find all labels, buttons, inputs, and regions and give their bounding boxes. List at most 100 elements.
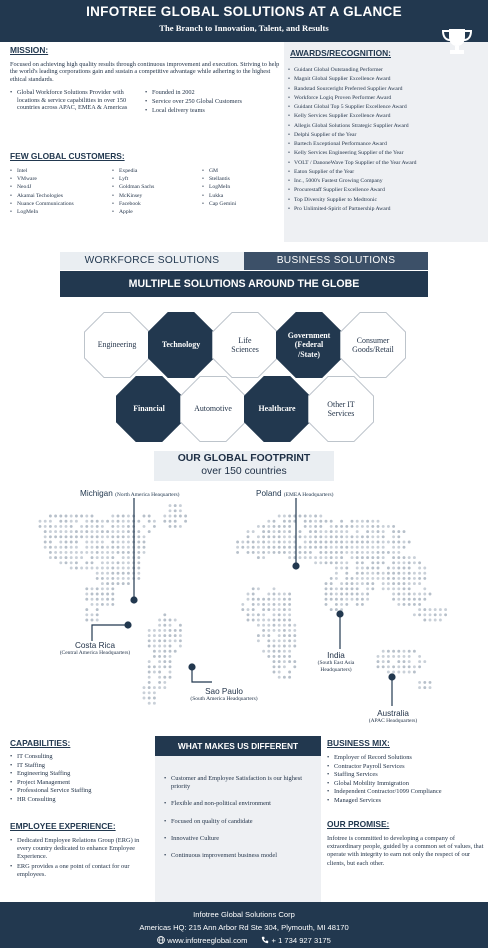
map-dot xyxy=(147,675,151,679)
award-item: Allegis Global Solutions Strategic Suppl… xyxy=(288,123,484,130)
map-dot xyxy=(397,535,401,539)
map-dot xyxy=(64,514,68,518)
map-dot xyxy=(366,535,370,539)
map-dot xyxy=(251,602,255,606)
map-dot xyxy=(319,524,323,528)
map-dot xyxy=(402,592,406,596)
map-dot xyxy=(376,561,380,565)
map-dot xyxy=(163,680,167,684)
map-dot xyxy=(371,519,375,523)
map-dot xyxy=(366,566,370,570)
map-dot xyxy=(90,524,94,528)
map-dot xyxy=(277,660,281,664)
map-dot xyxy=(111,602,115,606)
tab-workforce-solutions[interactable]: WORKFORCE SOLUTIONS xyxy=(60,252,244,270)
map-dot xyxy=(345,535,349,539)
map-dot xyxy=(277,550,281,554)
footer-website-link[interactable]: www.infotreeglobal.com xyxy=(157,936,247,945)
map-dot xyxy=(241,545,245,549)
map-dot xyxy=(397,582,401,586)
map-dot xyxy=(288,530,292,534)
map-dot xyxy=(106,597,110,601)
award-item: VOLT / DanoneWave Top Supplier of the Ye… xyxy=(288,160,484,167)
map-dot xyxy=(376,550,380,554)
map-dot xyxy=(116,519,120,523)
map-dot xyxy=(158,680,162,684)
map-dot xyxy=(152,634,156,638)
promise-text: Infotree is committed to developing a co… xyxy=(327,835,484,867)
map-dot xyxy=(293,628,297,632)
map-dot xyxy=(59,561,63,565)
map-dot xyxy=(54,530,58,534)
map-dot xyxy=(272,602,276,606)
page-header: INFOTREE GLOBAL SOLUTIONS AT A GLANCE Th… xyxy=(0,0,488,42)
map-dot xyxy=(85,592,89,596)
map-dot xyxy=(418,665,422,669)
map-dot xyxy=(371,550,375,554)
map-dot xyxy=(334,571,338,575)
list-item: Project Management xyxy=(10,779,150,788)
map-dot xyxy=(267,602,271,606)
map-dot xyxy=(173,649,177,653)
map-dot xyxy=(282,597,286,601)
map-dot xyxy=(381,545,385,549)
map-dot xyxy=(334,550,338,554)
map-dot xyxy=(111,592,115,596)
awards-list: Guidant Global Outstanding PerformerMagn… xyxy=(288,67,484,215)
map-dot xyxy=(288,545,292,549)
map-dot xyxy=(147,530,151,534)
map-dot xyxy=(308,556,312,560)
map-dot xyxy=(288,519,292,523)
map-dot xyxy=(256,535,260,539)
map-dot xyxy=(329,597,333,601)
map-dot xyxy=(350,576,354,580)
list-item: Managed Services xyxy=(327,797,487,806)
map-dot xyxy=(282,602,286,606)
map-dot xyxy=(106,556,110,560)
map-dot xyxy=(267,535,271,539)
map-dot xyxy=(423,686,427,690)
map-dot xyxy=(100,540,104,544)
map-dot xyxy=(178,509,182,513)
map-dot xyxy=(418,576,422,580)
tab-business-solutions[interactable]: BUSINESS SOLUTIONS xyxy=(244,252,428,270)
map-dot xyxy=(59,540,63,544)
map-dot xyxy=(168,639,172,643)
map-dot xyxy=(272,660,276,664)
mission-section: MISSION: Focused on achieving high quali… xyxy=(10,45,280,116)
map-dot xyxy=(277,545,281,549)
map-dot xyxy=(293,639,297,643)
map-dot xyxy=(74,535,78,539)
map-dot xyxy=(282,665,286,669)
list-item: Facebook xyxy=(112,200,202,208)
map-dot xyxy=(355,524,359,528)
map-dot xyxy=(69,545,73,549)
map-dot xyxy=(168,665,172,669)
map-dot xyxy=(345,592,349,596)
map-dot xyxy=(345,566,349,570)
map-dot xyxy=(282,639,286,643)
map-dot xyxy=(345,561,349,565)
award-item: Workforce Logiq Proven Performer Award xyxy=(288,95,484,102)
solution-healthcare: Healthcare xyxy=(244,376,310,442)
map-dot xyxy=(355,530,359,534)
map-dot xyxy=(158,639,162,643)
map-dot xyxy=(298,514,302,518)
footer-phone[interactable]: + 1 734 927 3175 xyxy=(261,936,331,945)
map-dot xyxy=(397,602,401,606)
solution-government: Government (Federal /State) xyxy=(276,312,342,378)
map-dot xyxy=(392,561,396,565)
list-item: GM xyxy=(202,167,278,175)
pin-poland xyxy=(292,562,300,570)
map-dot xyxy=(386,582,390,586)
map-dot xyxy=(262,649,266,653)
map-dot xyxy=(392,670,396,674)
map-dot xyxy=(366,550,370,554)
map-dot xyxy=(106,587,110,591)
pin-michigan xyxy=(130,596,138,604)
map-dot xyxy=(272,597,276,601)
map-dot xyxy=(121,576,125,580)
map-dot xyxy=(298,530,302,534)
map-dot xyxy=(423,680,427,684)
map-dot xyxy=(158,654,162,658)
